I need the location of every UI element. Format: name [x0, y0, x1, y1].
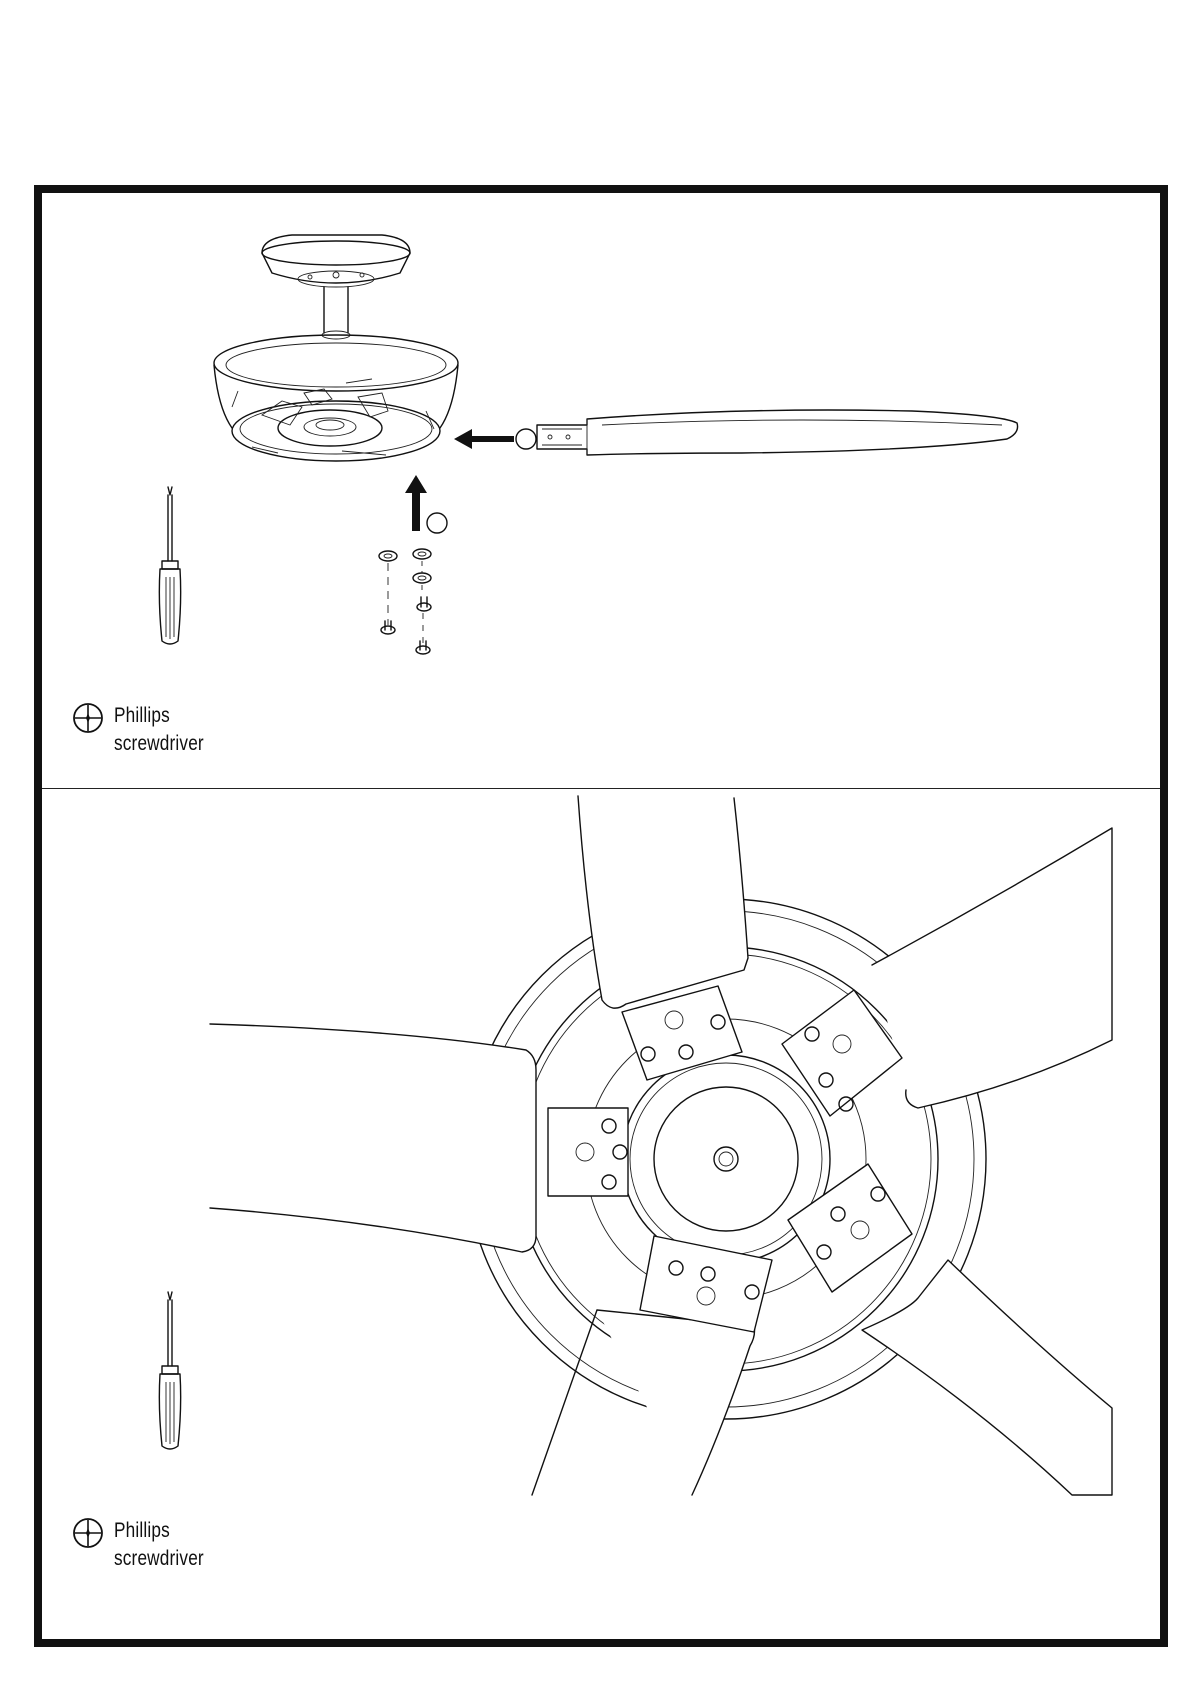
insert-arrow-horizontal: [454, 429, 536, 449]
fan-underside-illustration: [42, 790, 1160, 1639]
tool-caption: Phillips screwdriver: [72, 1517, 224, 1573]
fan-blades: [210, 796, 1112, 1495]
tool-detail: screwdriver: [114, 730, 204, 758]
phillips-icon: [72, 1517, 104, 1549]
insert-arrow-vertical: [405, 475, 447, 533]
blade-brackets: [548, 986, 912, 1332]
tool-name: Phillips: [114, 1517, 204, 1545]
tool-caption: Phillips screwdriver: [72, 702, 224, 758]
step-panel-blade-secure: Phillips screwdriver: [42, 790, 1160, 1639]
downrod-illustration: [322, 287, 350, 339]
fan-blade-side-illustration: [537, 410, 1018, 455]
step-panel-blade-attach: Phillips screwdriver: [42, 193, 1160, 789]
instruction-frame: Phillips screwdriver: [34, 185, 1168, 1647]
screwdriver-illustration: [159, 1292, 180, 1449]
phillips-icon: [72, 702, 104, 734]
tool-detail: screwdriver: [114, 1545, 204, 1573]
screws-and-washers: [379, 549, 431, 654]
blade-attach-illustration: [42, 193, 1160, 788]
tool-name: Phillips: [114, 702, 204, 730]
screwdriver-illustration: [159, 487, 180, 644]
canopy-illustration: [262, 235, 410, 287]
motor-housing-illustration: [214, 335, 458, 461]
